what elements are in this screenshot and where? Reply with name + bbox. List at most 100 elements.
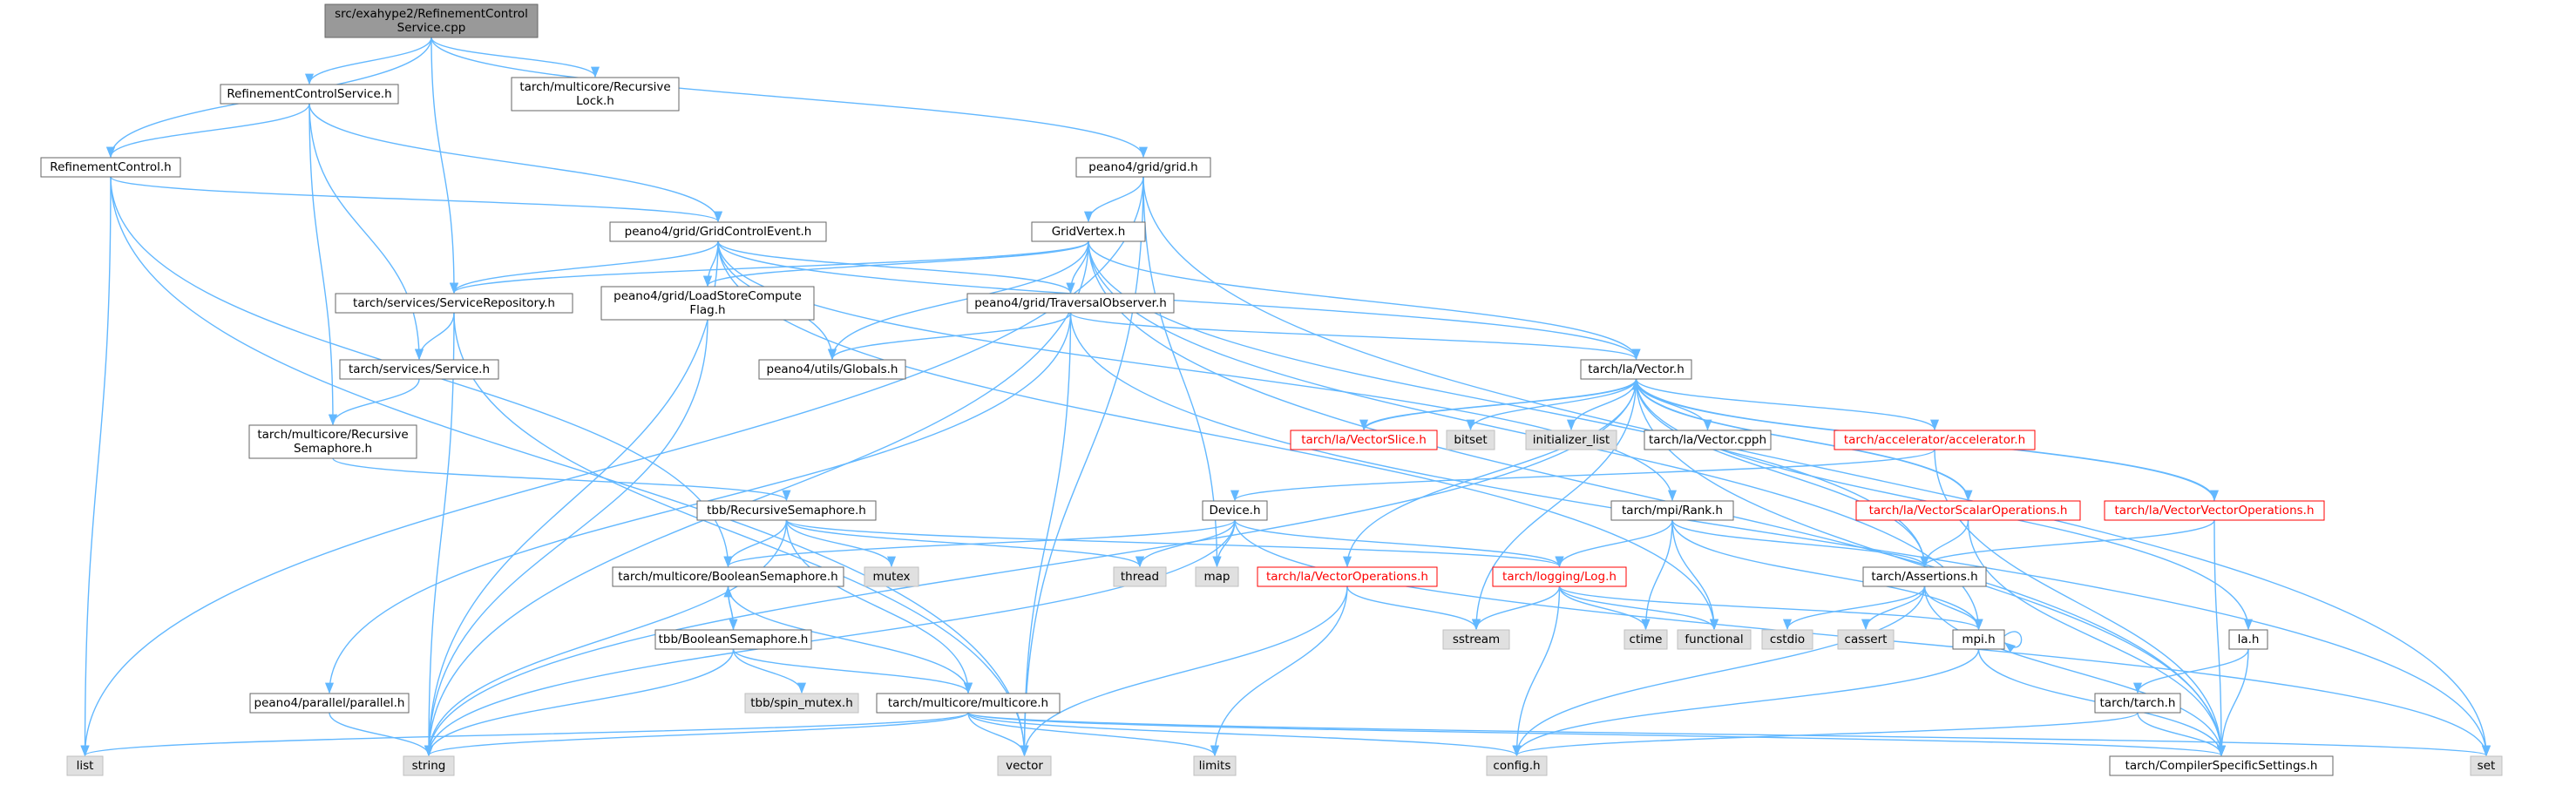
edge-rcs_h-to-rc_h [106, 103, 310, 159]
node-vvops[interactable]: tarch/la/VectorVectorOperations.h [2104, 500, 2325, 521]
node-vslice-box [1290, 430, 1438, 450]
node-mpi[interactable]: mpi.h [1952, 629, 2005, 650]
edge-vec-to-vops [1342, 378, 1637, 568]
node-boolsem[interactable]: tarch/multicore/BooleanSemaphore.h [612, 566, 844, 587]
edge-root-to-rcs_h [305, 37, 432, 85]
node-tbbrsem[interactable]: tbb/RecursiveSemaphore.h [696, 500, 877, 521]
node-la[interactable]: la.h [2228, 629, 2268, 650]
node-limits[interactable]: limits [1193, 755, 1237, 776]
node-tbbbool-label: tbb/BooleanSemaphore.h [659, 633, 809, 646]
edge-vsops-to-assert [1920, 519, 1969, 568]
node-tobs[interactable]: peano4/grid/TraversalObserver.h [966, 293, 1175, 314]
node-tbbrsem-label: tbb/RecursiveSemaphore.h [707, 504, 866, 518]
node-list-label: list [77, 759, 94, 773]
node-rank[interactable]: tarch/mpi/Rank.h [1610, 500, 1734, 521]
node-gce[interactable]: peano4/grid/GridControlEvent.h [609, 221, 827, 242]
node-multicore-label: tarch/multicore/multicore.h [888, 696, 1048, 710]
node-map-box [1195, 566, 1239, 587]
node-css[interactable]: tarch/CompilerSpecificSettings.h [2109, 755, 2334, 776]
node-vvops-box [2104, 500, 2325, 521]
node-srepo[interactable]: tarch/services/ServiceRepository.h [335, 293, 573, 314]
node-vops[interactable]: tarch/la/VectorOperations.h [1257, 566, 1438, 587]
node-globals-box [758, 359, 906, 380]
node-multicore[interactable]: tarch/multicore/multicore.h [876, 693, 1061, 714]
edge-multicore-to-string [424, 712, 969, 757]
node-globals[interactable]: peano4/utils/Globals.h [758, 359, 906, 380]
edge-vec-to-bitset [1466, 378, 1637, 431]
edge-tbbrsem-to-mutex [785, 519, 896, 568]
node-service[interactable]: tarch/services/Service.h [339, 359, 499, 380]
node-initlist[interactable]: initializer_list [1525, 430, 1617, 450]
node-set[interactable]: set [2470, 755, 2503, 776]
node-string[interactable]: string [403, 755, 455, 776]
edge-gv-to-srepo [450, 240, 1089, 294]
edge-tbbrsem-to-log [785, 519, 1564, 568]
edge-grid_h-to-gv [1083, 176, 1144, 223]
edge-gce-to-srepo [450, 240, 719, 294]
node-sstream[interactable]: sstream [1442, 629, 1510, 650]
node-tarch[interactable]: tarch/tarch.h [2094, 693, 2181, 714]
node-rc_h-box [40, 157, 181, 178]
edge-boolsem-to-multicore [727, 585, 973, 694]
node-mutex-label: mutex [872, 570, 910, 584]
node-list-box [66, 755, 104, 776]
node-spin[interactable]: tbb/spin_mutex.h [744, 693, 859, 714]
node-ctime-label: ctime [1630, 633, 1663, 646]
edge-log-to-sstream [1472, 585, 1561, 631]
node-cassert-box [1837, 629, 1895, 650]
node-rc_h[interactable]: RefinementControl.h [40, 157, 181, 178]
node-cassert[interactable]: cassert [1837, 629, 1895, 650]
node-vector[interactable]: vector [997, 755, 1052, 776]
node-config[interactable]: config.h [1486, 755, 1548, 776]
node-assert-label: tarch/Assertions.h [1871, 570, 1977, 584]
node-gv[interactable]: GridVertex.h [1031, 221, 1146, 242]
edge-device-to-thread [1135, 519, 1236, 568]
node-vector-box [997, 755, 1052, 776]
node-parallel[interactable]: peano4/parallel/parallel.h [249, 693, 410, 714]
node-map[interactable]: map [1195, 566, 1239, 587]
node-rsem[interactable]: tarch/multicore/RecursiveSemaphore.h [248, 424, 417, 459]
node-assert[interactable]: tarch/Assertions.h [1862, 566, 1987, 587]
node-veccpph[interactable]: tarch/la/Vector.cpph [1644, 430, 1772, 450]
node-vsops[interactable]: tarch/la/VectorScalarOperations.h [1855, 500, 2081, 521]
node-ctime[interactable]: ctime [1624, 629, 1668, 650]
edge-tbbrsem-to-multicore [785, 519, 973, 694]
edge-vslice-to-vec [1363, 378, 1641, 431]
node-mutex[interactable]: mutex [864, 566, 919, 587]
node-vslice-label: tarch/la/VectorSlice.h [1301, 433, 1427, 447]
node-vec[interactable]: tarch/la/Vector.h [1580, 359, 1692, 380]
edge-rsem-to-tbbrsem [332, 457, 791, 502]
edge-rc_h-to-vector [110, 176, 1029, 757]
edge-rank-to-functional [1671, 519, 1719, 631]
node-tarch-box [2094, 693, 2181, 714]
node-root[interactable]: src/exahype2/RefinementControlService.cp… [324, 3, 539, 38]
edge-tbbbool-to-multicore [732, 648, 973, 694]
node-mutex-box [864, 566, 919, 587]
node-parallel-box [249, 693, 410, 714]
node-rcs_h[interactable]: RefinementControlService.h [220, 84, 399, 105]
node-tbbbool[interactable]: tbb/BooleanSemaphore.h [654, 629, 812, 650]
node-tbbrsem-box [696, 500, 877, 521]
node-device[interactable]: Device.h [1202, 500, 1268, 521]
edge-mpi-to-config [1512, 648, 1980, 757]
node-log[interactable]: tarch/logging/Log.h [1492, 566, 1627, 587]
edge-multicore-to-set [967, 712, 2491, 757]
edge-rcs_h-to-service [308, 103, 424, 361]
node-grid_h[interactable]: peano4/grid/grid.h [1075, 157, 1211, 178]
edge-rc_h-to-list [80, 176, 112, 757]
node-thread[interactable]: thread [1113, 566, 1167, 587]
node-vector-label: vector [1006, 759, 1043, 773]
node-cstdio[interactable]: cstdio [1761, 629, 1813, 650]
node-list[interactable]: list [66, 755, 104, 776]
node-cassert-label: cassert [1845, 633, 1888, 646]
node-accel[interactable]: tarch/accelerator/accelerator.h [1834, 430, 2036, 450]
node-root-box [324, 3, 539, 38]
node-bitset[interactable]: bitset [1446, 430, 1495, 450]
edge-assert-to-mpi [1923, 585, 1983, 631]
node-grid_h-box [1075, 157, 1211, 178]
node-vslice[interactable]: tarch/la/VectorSlice.h [1290, 430, 1438, 450]
node-functional[interactable]: functional [1677, 629, 1752, 650]
